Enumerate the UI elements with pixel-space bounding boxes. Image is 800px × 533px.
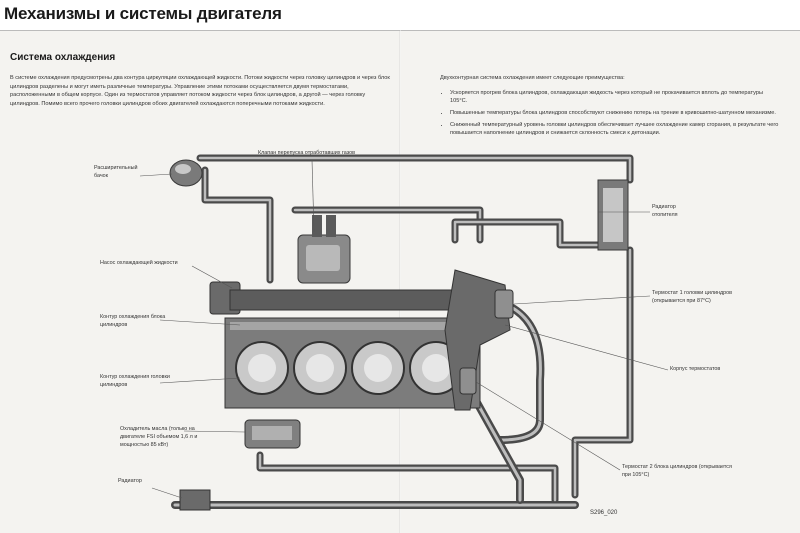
top-pipe [201,166,274,284]
label-coolant-pump: Насос охлаждающей жидкости [100,260,178,266]
advantages-list: Ускоряется прогрев блока цилиндров, охла… [440,89,780,138]
section-title: Система охлаждения [10,52,116,63]
label-head-circuit: Контур охлаждения головки цилиндров [100,374,170,388]
label-radiator: Радиатор [118,478,142,484]
advantage-item: Ускоряется прогрев блока цилиндров, охла… [450,89,780,106]
advantages-intro: Двухконтурная система охлаждения имеет с… [440,75,625,81]
intro-paragraph: В системе охлаждения предусмотрены два к… [10,75,390,107]
page-fold [399,30,401,533]
advantages-block: Двухконтурная система охлаждения имеет с… [440,74,780,141]
advantage-item: Сниженный температурный уровень головки … [450,121,780,138]
label-expansion-tank: Расширительный бачок [94,165,138,179]
radiator [179,489,211,511]
label-thermostat2: Термостат 2 блока цилиндров (открывается… [622,464,732,478]
label-oil-cooler: Охладитель масла (только на двигателе FS… [120,426,198,448]
label-block-circuit: Контур охлаждения блока цилиндров [100,314,166,328]
label-heater-radiator: Радиатор отопителя [652,204,678,218]
label-thermostat-housing: Корпус термостатов [670,366,721,372]
advantage-item: Повышенные температуры блока цилиндров с… [450,109,780,118]
right-loop-pipe [571,246,634,499]
upper-return-pipe [196,154,634,184]
page-title: Механизмы и системы двигателя [4,4,282,23]
label-thermostat1: Термостат 1 головки цилиндров (открывает… [652,290,733,304]
label-bypass-valve: Клапан перепуска отработавших газов [258,150,355,156]
figure-code: S296_020 [590,510,618,516]
top-pipe-inner [203,168,272,282]
